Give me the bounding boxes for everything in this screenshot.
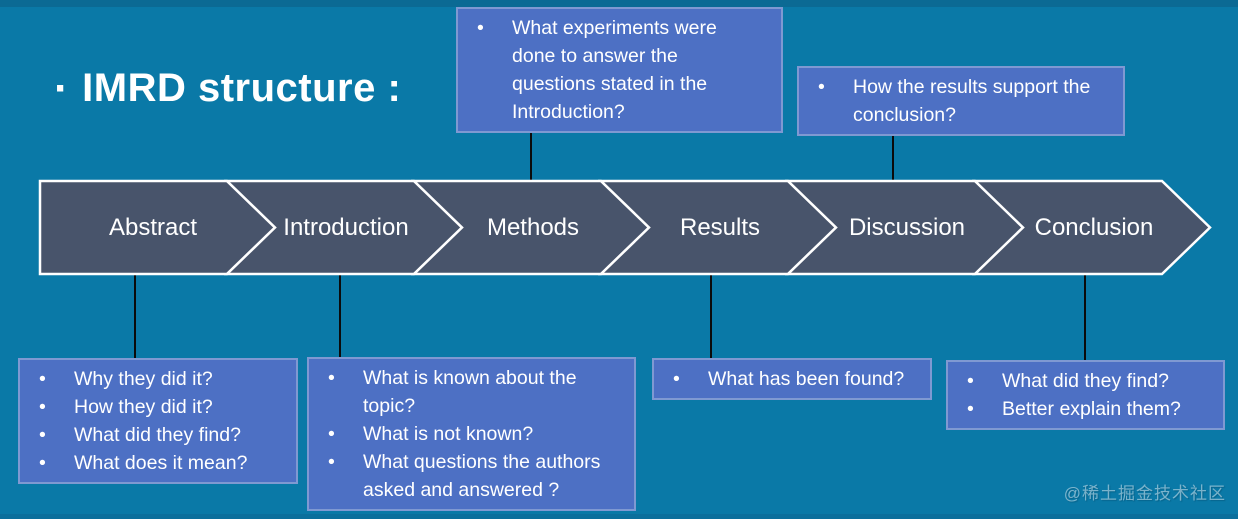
top-band <box>0 0 1238 7</box>
callout-item-text: What did they find? <box>1002 370 1169 392</box>
callout-item-text: What experiments were done to answer the… <box>512 17 717 123</box>
callout-item-text: What has been found? <box>708 368 905 390</box>
connector-discussion-top <box>892 110 894 181</box>
callout-item: • What questions the authors asked and a… <box>323 448 610 504</box>
bullet-icon: • <box>328 367 335 389</box>
bullet-icon: • <box>39 396 46 418</box>
bullet-icon: • <box>39 424 46 446</box>
step-label-abstract: Abstract <box>108 213 198 241</box>
callout-abstract-bottom: • Why they did it? • How they did it? • … <box>18 358 298 484</box>
bullet-icon: • <box>39 452 46 474</box>
step-label-introduction: Introduction <box>283 213 409 241</box>
callout-item-text: What is not known? <box>363 423 534 445</box>
callout-item: • Why they did it? <box>34 365 272 393</box>
title-bullet: · <box>54 63 70 113</box>
connector-introduction-bottom <box>339 273 341 363</box>
bullet-icon: • <box>39 368 46 390</box>
callout-item: • What does it mean? <box>34 449 272 477</box>
callout-discussion-top: • How the results support the conclusion… <box>797 66 1125 136</box>
step-label-discussion: Discussion <box>848 213 966 241</box>
callout-item: • What is known about the topic? <box>323 364 610 420</box>
bullet-icon: • <box>328 451 335 473</box>
callout-results-bottom: • What has been found? <box>652 358 932 400</box>
bullet-icon: • <box>967 370 974 392</box>
callout-item: • Better explain them? <box>962 395 1199 423</box>
callout-conclusion-bottom: • What did they find? • Better explain t… <box>946 360 1225 430</box>
callout-item-text: What does it mean? <box>74 452 248 474</box>
callout-item-text: What is known about the topic? <box>363 367 577 417</box>
watermark: @稀土掘金技术社区 <box>1063 484 1226 503</box>
chevron-segment-conclusion <box>971 179 1212 276</box>
callout-item-text: Why they did it? <box>74 368 213 390</box>
bullet-icon: • <box>328 423 335 445</box>
callout-item: • How the results support the conclusion… <box>813 73 1099 129</box>
step-label-methods: Methods <box>486 213 580 241</box>
bullet-icon: • <box>477 17 484 39</box>
step-label-results: Results <box>679 213 761 241</box>
page-title: · IMRD structure : <box>54 66 401 111</box>
bottom-band <box>0 514 1238 519</box>
bullet-icon: • <box>818 76 825 98</box>
callout-item: • How they did it? <box>34 393 272 421</box>
callout-item-text: What did they find? <box>74 424 241 446</box>
connector-abstract-bottom <box>134 273 136 363</box>
bullet-icon: • <box>673 368 680 390</box>
step-label-conclusion: Conclusion <box>1034 213 1154 241</box>
callout-item: • What is not known? <box>323 420 610 448</box>
bullet-icon: • <box>967 398 974 420</box>
connector-conclusion-bottom <box>1084 273 1086 365</box>
callout-item-text: How they did it? <box>74 396 213 418</box>
callout-item: • What experiments were done to answer t… <box>472 14 757 126</box>
callout-item-text: How the results support the conclusion? <box>853 76 1091 126</box>
title-text: IMRD structure : <box>82 66 402 110</box>
connector-results-bottom <box>710 273 712 363</box>
callout-introduction-bottom: • What is known about the topic? • What … <box>307 357 636 511</box>
callout-item: • What has been found? <box>668 365 906 393</box>
callout-methods-top: • What experiments were done to answer t… <box>456 7 783 133</box>
connector-methods-top <box>530 110 532 181</box>
callout-item: • What did they find? <box>34 421 272 449</box>
process-flow-chevrons <box>38 179 1212 276</box>
callout-item-text: Better explain them? <box>1002 398 1181 420</box>
callout-item-text: What questions the authors asked and ans… <box>363 451 601 501</box>
callout-item: • What did they find? <box>962 367 1199 395</box>
